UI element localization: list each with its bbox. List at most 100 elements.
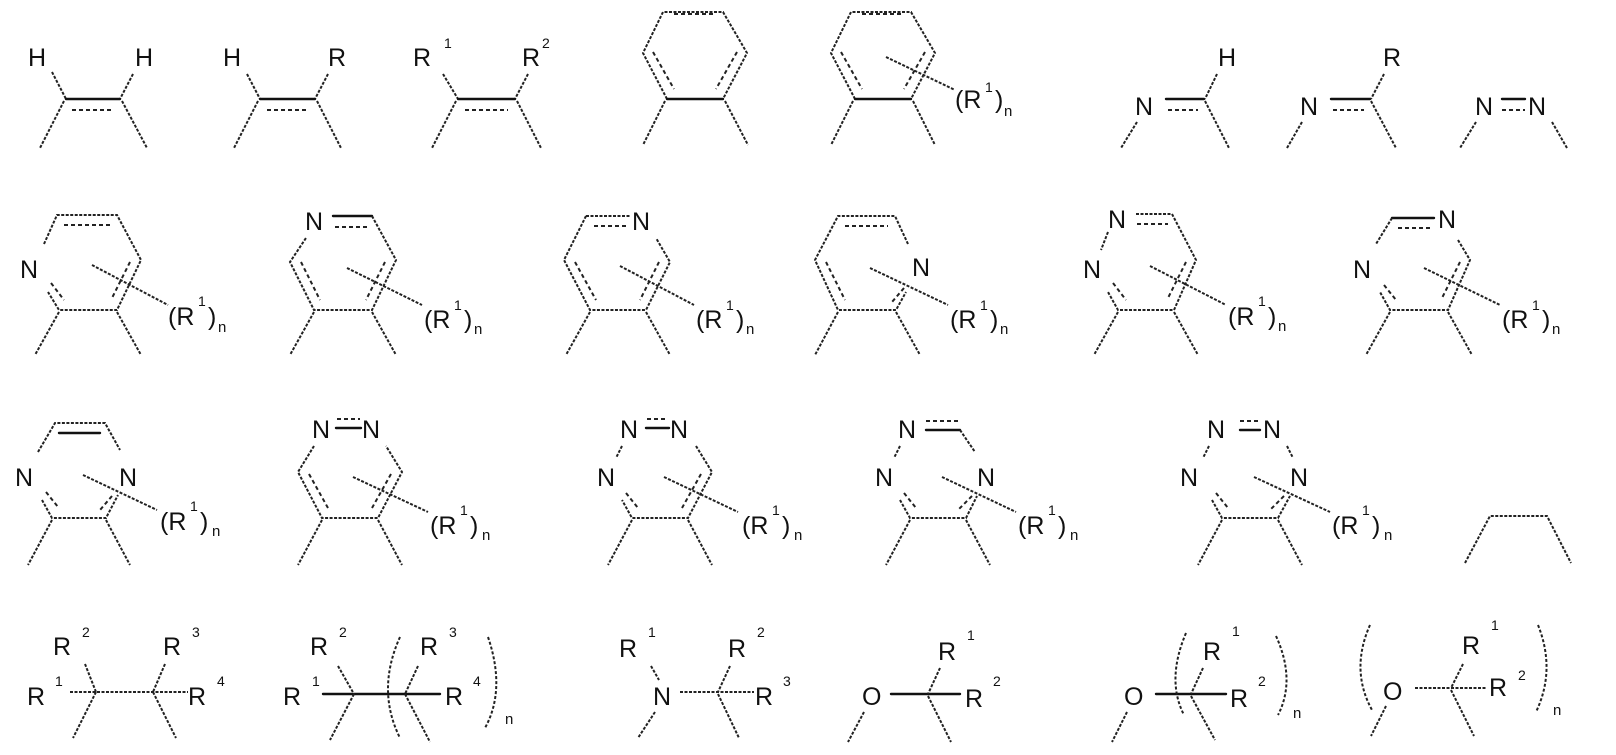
superscript: 3 <box>783 673 791 689</box>
atom-label-r2: R <box>310 633 328 661</box>
atom-label-n: N <box>1083 256 1101 284</box>
structure-ether-r1-r2: O R 1 R 2 <box>847 627 1001 743</box>
atom-label-n: N <box>362 416 380 444</box>
superscript: 1 <box>726 297 734 313</box>
atom-label-n: N <box>305 208 323 236</box>
paren-close: ) <box>1542 306 1550 334</box>
subscript-n: n <box>1293 705 1301 722</box>
subscript-n: n <box>212 523 220 540</box>
atom-label-h: H <box>1218 44 1236 72</box>
structure-triazine-124: N N N (R 1 ) n <box>875 416 1078 566</box>
superscript: 3 <box>449 624 457 640</box>
structure-imine-r: N R <box>1286 44 1401 149</box>
structure-pyrimidine-diyl: N N (R 1 ) n <box>1353 206 1560 356</box>
structure-pyridine-2-3-diyl-b: N (R 1 ) n <box>813 215 1008 356</box>
substituent-label: (R <box>696 306 722 334</box>
atom-label-n: N <box>1263 416 1281 444</box>
atom-label-n: N <box>653 683 671 711</box>
atom-label-r: R <box>328 44 346 72</box>
substituent-label: (R <box>1502 306 1528 334</box>
atom-label-o: O <box>1124 683 1143 711</box>
atom-label-r1: R <box>1203 638 1221 666</box>
atom-label-r1: R <box>619 635 637 663</box>
paren-close: ) <box>782 512 790 540</box>
atom-label-n: N <box>1438 206 1456 234</box>
structure-ethenylene-hh: H H <box>28 44 153 149</box>
atom-label-r2: R <box>728 635 746 663</box>
substituent-label: (R <box>1228 303 1254 331</box>
paren-close: ) <box>464 306 472 334</box>
atom-label-r1: R <box>283 683 301 711</box>
superscript: 1 <box>1532 297 1540 313</box>
atom-label-r1: R <box>938 638 956 666</box>
superscript: 2 <box>339 624 347 640</box>
superscript: 1 <box>198 293 206 309</box>
superscript: 1 <box>772 502 780 518</box>
superscript: 1 <box>1258 293 1266 309</box>
atom-label-r2: R <box>1489 674 1507 702</box>
subscript-n: n <box>1004 103 1012 120</box>
atom-label-r: R <box>1383 44 1401 72</box>
substituent-label: (R <box>1332 512 1358 540</box>
atom-label-r2: R <box>53 633 71 661</box>
substituent-label: (R <box>430 512 456 540</box>
structure-pyridazine-diyl: N N (R 1 ) n <box>1083 206 1286 356</box>
substituent-label: (R <box>1018 512 1044 540</box>
atom-label-r1: R <box>1462 632 1480 660</box>
atom-label-n: N <box>875 464 893 492</box>
superscript: 2 <box>542 35 550 51</box>
atom-label-h: H <box>135 44 153 72</box>
superscript: 1 <box>55 673 63 689</box>
superscript: 1 <box>985 79 993 95</box>
subscript-n: n <box>1278 318 1286 335</box>
superscript: 1 <box>312 673 320 689</box>
superscript: 1 <box>460 502 468 518</box>
subscript-n: n <box>746 321 754 338</box>
structure-ethenylene-r1r2: R 1 R 2 <box>413 35 550 149</box>
atom-label-r2: R <box>522 44 540 72</box>
structure-tetrazine: N N N N (R 1 ) n <box>1180 416 1392 566</box>
atom-label-n: N <box>1300 93 1318 121</box>
atom-label-h: H <box>28 44 46 72</box>
subscript-n: n <box>1000 321 1008 338</box>
atom-label-n: N <box>1528 93 1546 121</box>
atom-label-r2: R <box>1230 685 1248 713</box>
paren-close: ) <box>1058 512 1066 540</box>
atom-label-o: O <box>1383 678 1402 706</box>
atom-label-n: N <box>15 464 33 492</box>
substituent-label: (R <box>955 86 981 114</box>
structure-pyridine-3-4-diyl-b: N (R 1 ) n <box>562 208 754 356</box>
superscript: 1 <box>1048 502 1056 518</box>
atom-label-r4: R <box>445 683 463 711</box>
structure-imine-h: N H <box>1120 44 1236 149</box>
structure-ethenylene-hr: H R <box>223 44 346 149</box>
substituent-label: (R <box>950 306 976 334</box>
superscript: 2 <box>1518 667 1526 683</box>
atom-label-n: N <box>1108 206 1126 234</box>
atom-label-n: N <box>20 256 38 284</box>
structure-azo: N N <box>1459 93 1568 149</box>
atom-label-n: N <box>632 208 650 236</box>
superscript: 2 <box>82 624 90 640</box>
subscript-n: n <box>1553 702 1561 719</box>
atom-label-n: N <box>312 416 330 444</box>
atom-label-r3: R <box>163 633 181 661</box>
subscript-n: n <box>1070 527 1078 544</box>
superscript: 1 <box>444 35 452 51</box>
structure-ethylene-r1-r4: R 2 R 3 R 1 R 4 <box>27 624 225 739</box>
atom-label-r3: R <box>755 683 773 711</box>
superscript: 2 <box>1258 673 1266 689</box>
subscript-n: n <box>1384 527 1392 544</box>
superscript: 1 <box>1491 617 1499 633</box>
atom-label-r1: R <box>413 44 431 72</box>
superscript: 1 <box>648 624 656 640</box>
superscript: 1 <box>190 498 198 514</box>
structure-polyether-repeat-n: O R 1 R 2 n <box>1359 617 1561 737</box>
paren-close: ) <box>736 306 744 334</box>
atom-label-n: N <box>119 464 137 492</box>
atom-label-n: N <box>1353 256 1371 284</box>
atom-label-h: H <box>223 44 241 72</box>
atom-label-n: N <box>1475 93 1493 121</box>
paren-close: ) <box>1268 303 1276 331</box>
